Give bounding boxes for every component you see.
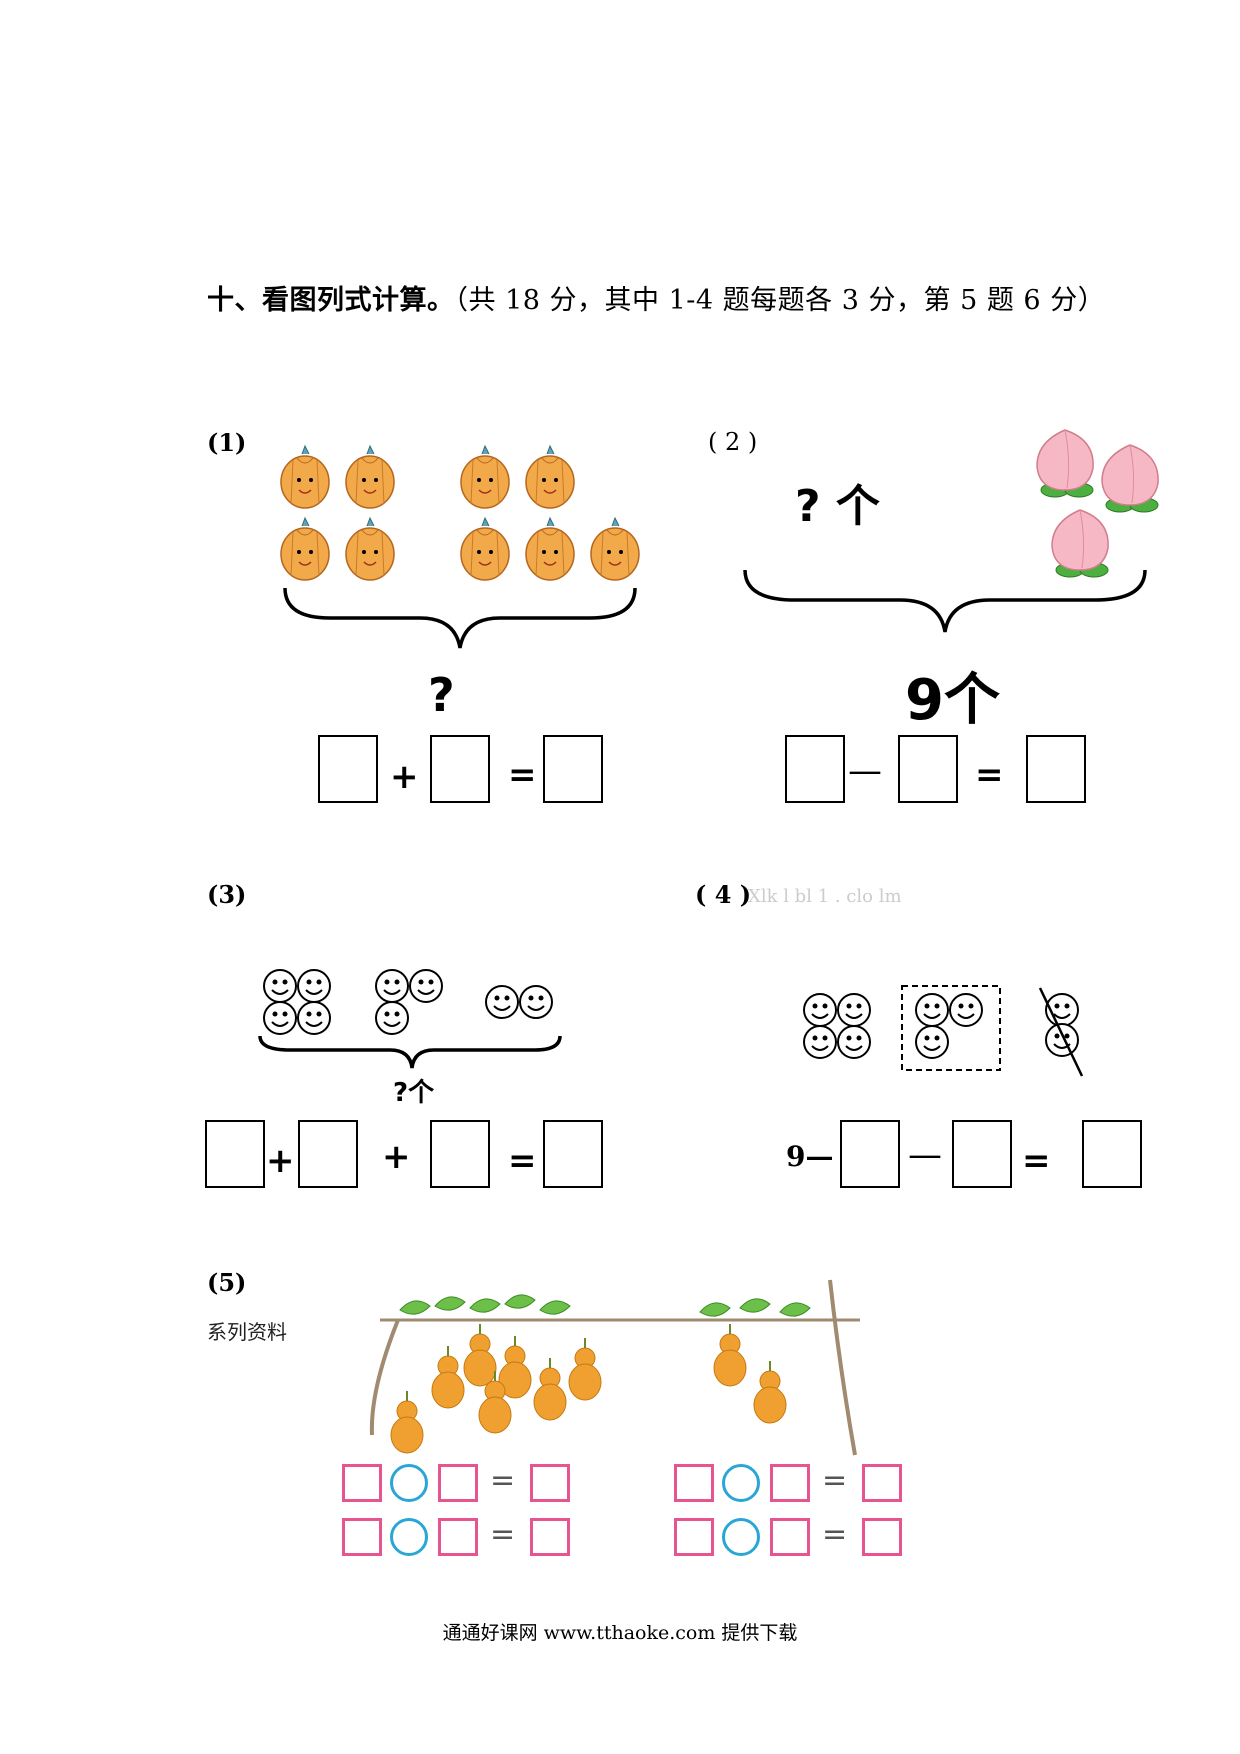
q1-answer-box-1[interactable]	[318, 735, 378, 803]
q5-box-r3-a[interactable]	[674, 1464, 714, 1502]
q5-box-r3-result[interactable]	[862, 1464, 902, 1502]
q5-operator-circle-r3[interactable]	[722, 1464, 760, 1502]
q5-equals-r4: =	[822, 1517, 848, 1552]
q2-total-count: 9个	[905, 668, 1000, 733]
q5-operator-circle-r1[interactable]	[390, 1464, 428, 1502]
q5-box-r4-b[interactable]	[770, 1518, 810, 1556]
q2-minus-sign: —	[848, 751, 882, 791]
q2-answer-box-1[interactable]	[785, 735, 845, 803]
q3-answer-box-2[interactable]	[298, 1120, 358, 1188]
section-title-scoring: （共 18 分，其中 1-4 题每题各 3 分，第 5 题 6 分）	[454, 285, 1106, 316]
q4-equals-sign: =	[1022, 1141, 1051, 1181]
q4-smiley-groups-illustration	[803, 985, 1084, 1077]
q1-answer-box-3[interactable]	[543, 735, 603, 803]
q2-peaches-illustration	[743, 429, 1159, 633]
q5-gourd-trellis-illustration	[369, 1279, 860, 1456]
section-title: 十、看图列式计算。（共 18 分，其中 1-4 题每题各 3 分，第 5 题 6…	[207, 278, 1105, 317]
q5-box-r1-a[interactable]	[342, 1464, 382, 1502]
q4-answer-box-1[interactable]	[840, 1120, 900, 1188]
q1-plus-sign: +	[390, 757, 419, 797]
q3-plus-sign-2: +	[382, 1137, 411, 1177]
q5-side-text: 系列资料	[207, 1320, 287, 1344]
q4-minus-sign: —	[908, 1135, 942, 1175]
q4-answer-box-3[interactable]	[1082, 1120, 1142, 1188]
q3-plus-sign-1: +	[266, 1141, 295, 1181]
section-title-main: 十、看图列式计算。	[207, 285, 455, 316]
q3-answer-box-3[interactable]	[430, 1120, 490, 1188]
q4-watermark-text: Xlk l bl 1 . clo lm	[748, 886, 902, 907]
q4-answer-box-2[interactable]	[952, 1120, 1012, 1188]
q5-operator-circle-r2[interactable]	[390, 1518, 428, 1556]
q5-equals-r1: =	[490, 1463, 516, 1498]
q1-label: (1)	[207, 428, 247, 457]
q3-answer-box-1[interactable]	[205, 1120, 265, 1188]
q4-nine-minus: 9—	[786, 1140, 834, 1173]
q5-box-r4-a[interactable]	[674, 1518, 714, 1556]
q5-equals-r3: =	[822, 1463, 848, 1498]
q3-question-label: ?个	[393, 1078, 435, 1108]
q1-question-mark: ?	[428, 668, 455, 722]
q2-equals-sign: =	[975, 755, 1004, 795]
footer-text: 通通好课网 www.tthaoke.com 提供下载	[442, 1622, 798, 1644]
q1-answer-box-2[interactable]	[430, 735, 490, 803]
q5-box-r2-a[interactable]	[342, 1518, 382, 1556]
q2-answer-box-2[interactable]	[898, 735, 958, 803]
q3-label: (3)	[207, 880, 247, 909]
q3-smiley-groups-illustration	[258, 969, 562, 1069]
q4-label: ( 4 )	[695, 880, 752, 909]
q5-box-r1-b[interactable]	[438, 1464, 478, 1502]
q5-label: (5)	[207, 1268, 247, 1297]
q5-box-r3-b[interactable]	[770, 1464, 810, 1502]
q1-equals-sign: =	[508, 755, 537, 795]
q5-box-r4-result[interactable]	[862, 1518, 902, 1556]
q5-box-r1-result[interactable]	[530, 1464, 570, 1502]
q3-answer-box-4[interactable]	[543, 1120, 603, 1188]
q5-box-r2-b[interactable]	[438, 1518, 478, 1556]
q5-equals-r2: =	[490, 1517, 516, 1552]
q2-unknown-count: ? 个	[795, 481, 880, 532]
q2-label: ( 2 )	[708, 428, 758, 456]
q5-box-r2-result[interactable]	[530, 1518, 570, 1556]
q2-answer-box-3[interactable]	[1026, 735, 1086, 803]
q1-pumpkins-illustration	[280, 445, 640, 649]
q3-equals-sign: =	[508, 1141, 537, 1181]
q5-operator-circle-r4[interactable]	[722, 1518, 760, 1556]
